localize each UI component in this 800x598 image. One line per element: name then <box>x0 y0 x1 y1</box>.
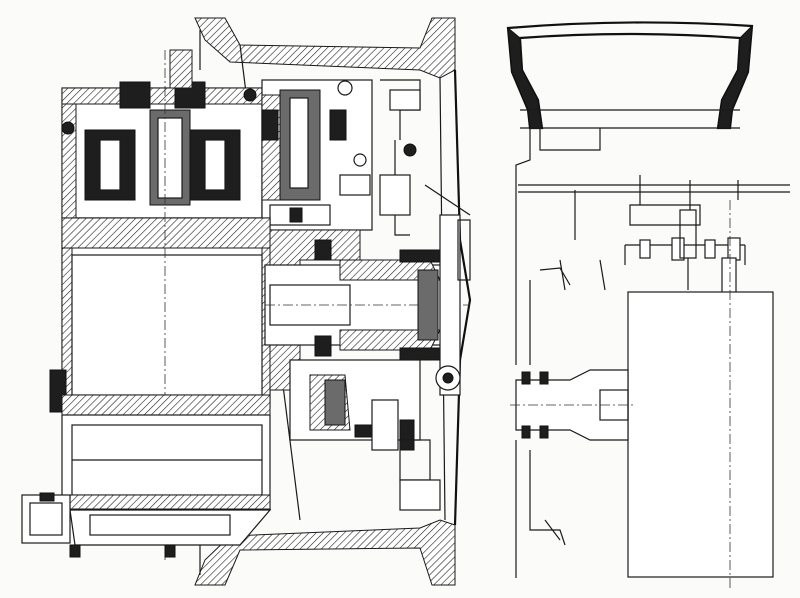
hub-column <box>515 128 790 578</box>
cross-section-view <box>21 17 472 586</box>
gear-housing-top <box>61 49 263 219</box>
tyre-outline <box>506 21 754 130</box>
motor-stator <box>49 50 271 560</box>
output-shaft <box>264 184 471 396</box>
shaft-schematic <box>510 369 635 441</box>
upper-drive-shaft <box>261 79 373 231</box>
motor-box <box>627 200 774 590</box>
motor-lower-housing <box>61 414 272 558</box>
wheel-hub-housing <box>194 17 472 586</box>
schematic-view <box>506 21 790 590</box>
lower-drive-assembly <box>289 359 441 511</box>
gear-schematic <box>574 175 746 295</box>
cable-connector <box>21 492 71 544</box>
brake-schematic <box>529 259 606 546</box>
linkage-arm <box>379 79 421 236</box>
